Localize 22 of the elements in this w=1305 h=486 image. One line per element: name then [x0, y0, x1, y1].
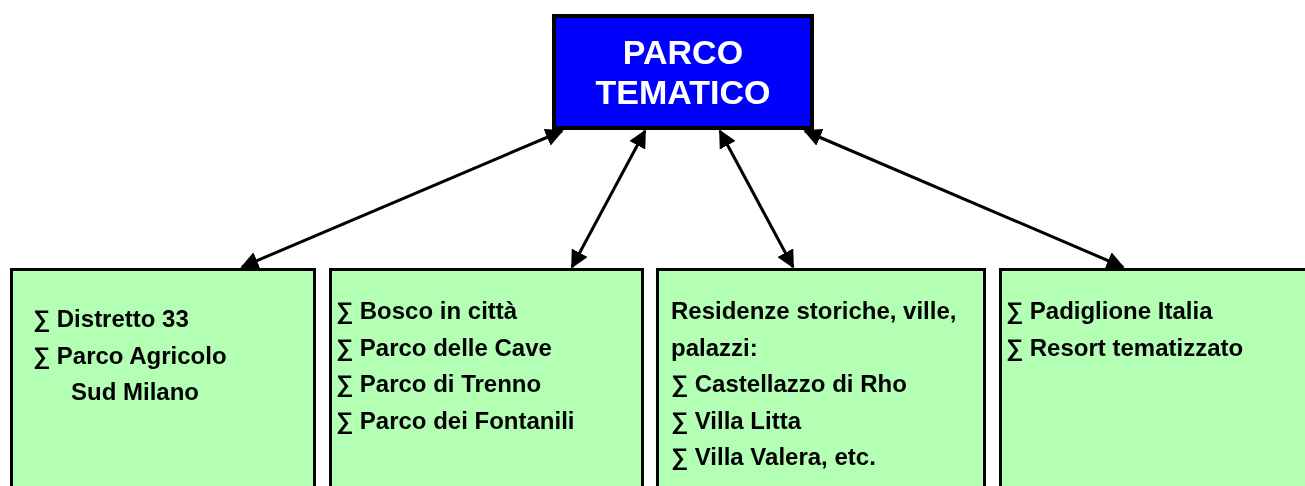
- list-item: ∑ Parco Agricolo Sud Milano: [33, 340, 228, 407]
- list-item: ∑ Parco dei Fontanili: [336, 405, 576, 436]
- group-heading: Residenze storiche, ville, palazzi:: [671, 296, 958, 363]
- list-item: ∑ Parco di Trenno: [336, 369, 543, 399]
- double-arrow: [718, 129, 795, 269]
- list-item: ∑ Parco delle Cave: [336, 332, 553, 363]
- list-item: ∑ Castellazzo di Rho: [671, 369, 908, 399]
- title-box: [552, 14, 814, 130]
- category-box: [999, 268, 1305, 486]
- double-arrow: [570, 129, 647, 269]
- list-item: ∑ Villa Litta: [671, 405, 803, 436]
- category-box: [329, 268, 644, 486]
- double-arrow: [803, 129, 1125, 269]
- list-item: ∑ Bosco in città: [336, 296, 519, 326]
- list-item: ∑ Resort tematizzato: [1006, 332, 1245, 363]
- double-arrow: [240, 129, 564, 269]
- list-item: ∑ Villa Valera, etc.: [671, 442, 877, 472]
- category-box: [10, 268, 316, 486]
- title-text: PARCO TEMATICO: [594, 32, 772, 112]
- category-box: [656, 268, 986, 486]
- list-item: ∑ Distretto 33: [33, 304, 190, 334]
- list-item: ∑ Padiglione Italia: [1006, 296, 1214, 326]
